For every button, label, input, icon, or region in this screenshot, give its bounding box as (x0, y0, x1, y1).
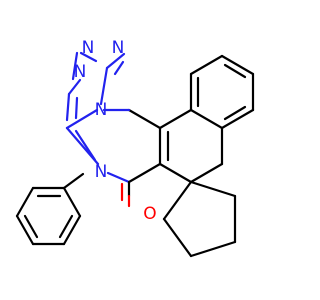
phenyl-ring (15, 172, 85, 246)
benzene-ring-upper (189, 54, 255, 130)
bond (189, 240, 237, 258)
bond (99, 66, 109, 106)
bond-double-inner (223, 63, 247, 79)
bond (127, 162, 162, 184)
bond (65, 92, 71, 122)
bond (158, 108, 193, 130)
atom-o1: O (143, 204, 156, 224)
bond (220, 54, 255, 76)
atom-n5: N (95, 162, 108, 182)
bond (62, 214, 82, 246)
bond (189, 180, 237, 198)
tetrazole-ring (65, 51, 126, 122)
bond (62, 172, 85, 190)
atom-n2: N (82, 38, 95, 58)
bond (105, 52, 126, 70)
atom-labels: N N N N N O (74, 38, 157, 224)
bond (189, 108, 224, 130)
middle-ring (158, 108, 224, 184)
bond-double-inner (74, 129, 97, 162)
bond (106, 171, 131, 184)
bond-double-inner (223, 105, 247, 121)
bond (15, 214, 35, 246)
pyrimidinone-ring (65, 108, 162, 208)
bond (71, 51, 79, 81)
bond (189, 162, 224, 184)
bond (220, 108, 255, 130)
bond-double-inner (113, 60, 125, 76)
bond (189, 54, 224, 76)
atom-n3: N (74, 62, 87, 82)
bond (162, 217, 193, 258)
bond (158, 162, 193, 184)
molecule-diagram: N N N N N O (15, 38, 255, 258)
molecule-structure: N N N N N O (15, 38, 255, 258)
bond (65, 108, 99, 130)
atom-n4: N (95, 100, 108, 120)
bond-double-inner (74, 96, 79, 120)
bond-double-inner (23, 214, 39, 239)
bond-double-inner (58, 214, 74, 239)
bond (79, 51, 98, 63)
atom-n1: N (112, 38, 125, 58)
cyclopentane-ring (162, 180, 237, 258)
bond (15, 186, 35, 218)
bond (67, 78, 82, 96)
bond (162, 180, 193, 221)
bond (62, 186, 82, 218)
bond (127, 108, 162, 130)
